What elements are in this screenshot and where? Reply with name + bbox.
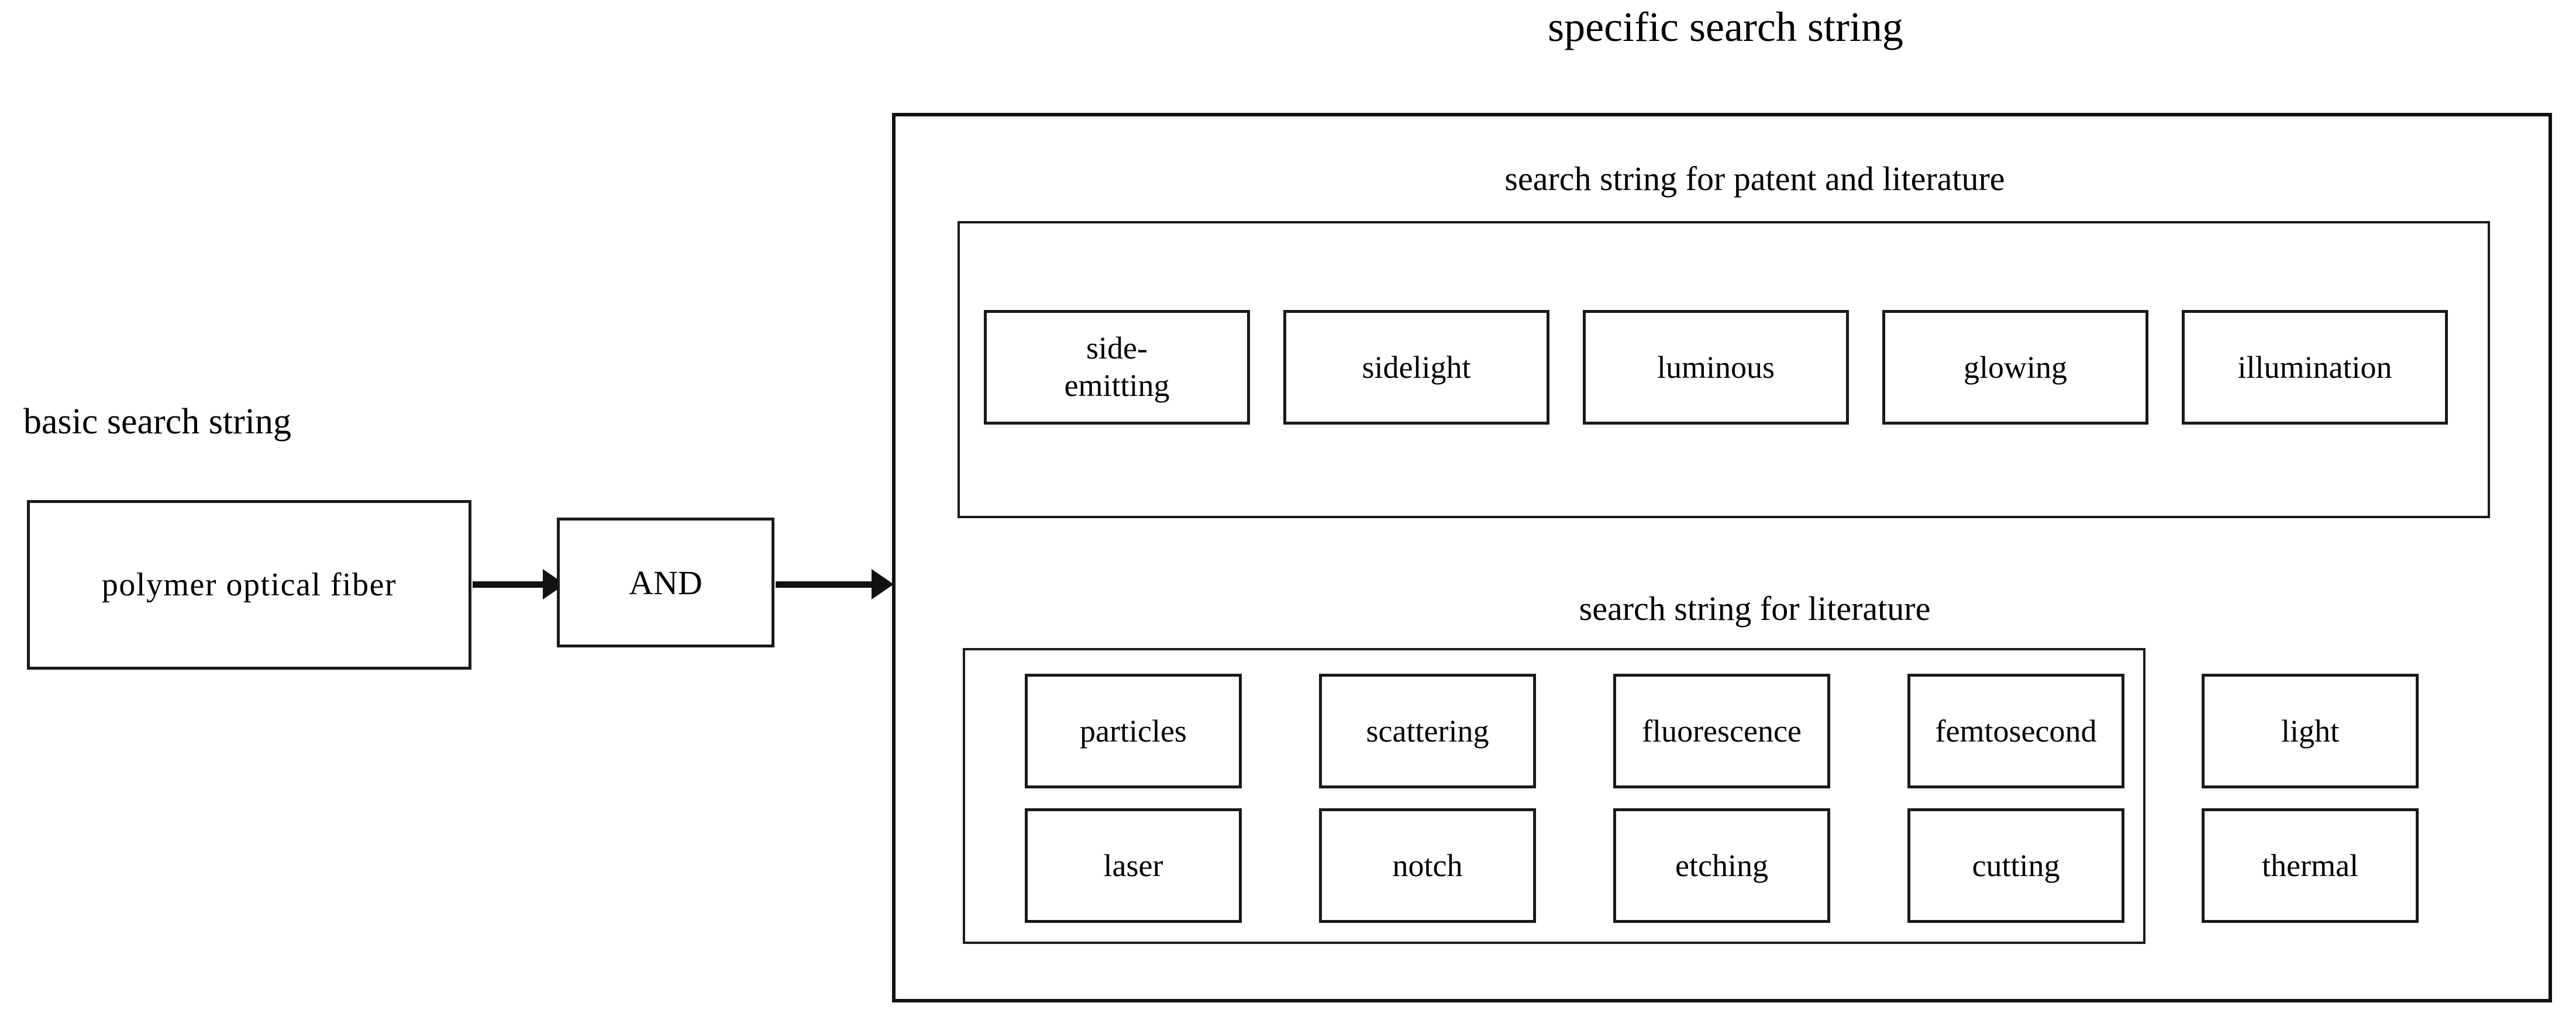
arrow-basic-to-and-line [473, 581, 544, 588]
term-label-particles: particles [1080, 713, 1187, 749]
term-label-sidelight: sidelight [1362, 349, 1471, 385]
basic-search-string-caption: basic search string [23, 402, 291, 442]
term-line-2: emitting [1064, 368, 1170, 403]
term-label-etching: etching [1675, 847, 1768, 883]
term-box-laser: laser [1025, 808, 1242, 923]
basic-search-term-label: polymer optical fiber [101, 567, 397, 603]
term-box-particles: particles [1025, 674, 1242, 788]
term-label-scattering: scattering [1366, 713, 1489, 749]
term-line-1: side- [1086, 330, 1148, 366]
term-box-sidelight: sidelight [1283, 310, 1549, 425]
term-box-notch: notch [1319, 808, 1536, 923]
term-label-femtosecond: femtosecond [1935, 713, 2097, 749]
basic-search-term-box: polymer optical fiber [27, 500, 471, 670]
term-label-illumination: illumination [2237, 349, 2392, 385]
term-box-light: light [2202, 674, 2419, 788]
term-label-laser: laser [1103, 847, 1163, 883]
literature-group-caption: search string for literature [1579, 590, 1931, 628]
term-label-thermal: thermal [2262, 847, 2358, 883]
term-label-light: light [2281, 713, 2339, 749]
term-box-thermal: thermal [2202, 808, 2419, 923]
term-label-fluorescence: fluorescence [1642, 713, 1802, 749]
term-box-scattering: scattering [1319, 674, 1536, 788]
term-box-illumination: illumination [2182, 310, 2448, 425]
and-operator-box: AND [557, 518, 774, 647]
and-operator-label: AND [629, 563, 702, 602]
arrow-and-to-specific-line [776, 581, 875, 588]
term-box-fluorescence: fluorescence [1613, 674, 1830, 788]
patent-literature-group-caption: search string for patent and literature [1504, 160, 2005, 198]
term-label-notch: notch [1392, 847, 1463, 883]
term-box-glowing: glowing [1882, 310, 2148, 425]
term-label-cutting: cutting [1972, 847, 2060, 883]
term-box-cutting: cutting [1907, 808, 2124, 923]
term-label-luminous: luminous [1657, 349, 1775, 385]
term-label-glowing: glowing [1963, 349, 2067, 385]
term-label-side-emitting: side- emitting [1065, 330, 1170, 404]
arrow-and-to-specific-head [872, 569, 894, 599]
term-box-luminous: luminous [1583, 310, 1849, 425]
term-box-side-emitting: side- emitting [984, 310, 1250, 425]
term-box-femtosecond: femtosecond [1907, 674, 2124, 788]
term-box-etching: etching [1613, 808, 1830, 923]
specific-search-string-caption: specific search string [1548, 4, 1903, 50]
